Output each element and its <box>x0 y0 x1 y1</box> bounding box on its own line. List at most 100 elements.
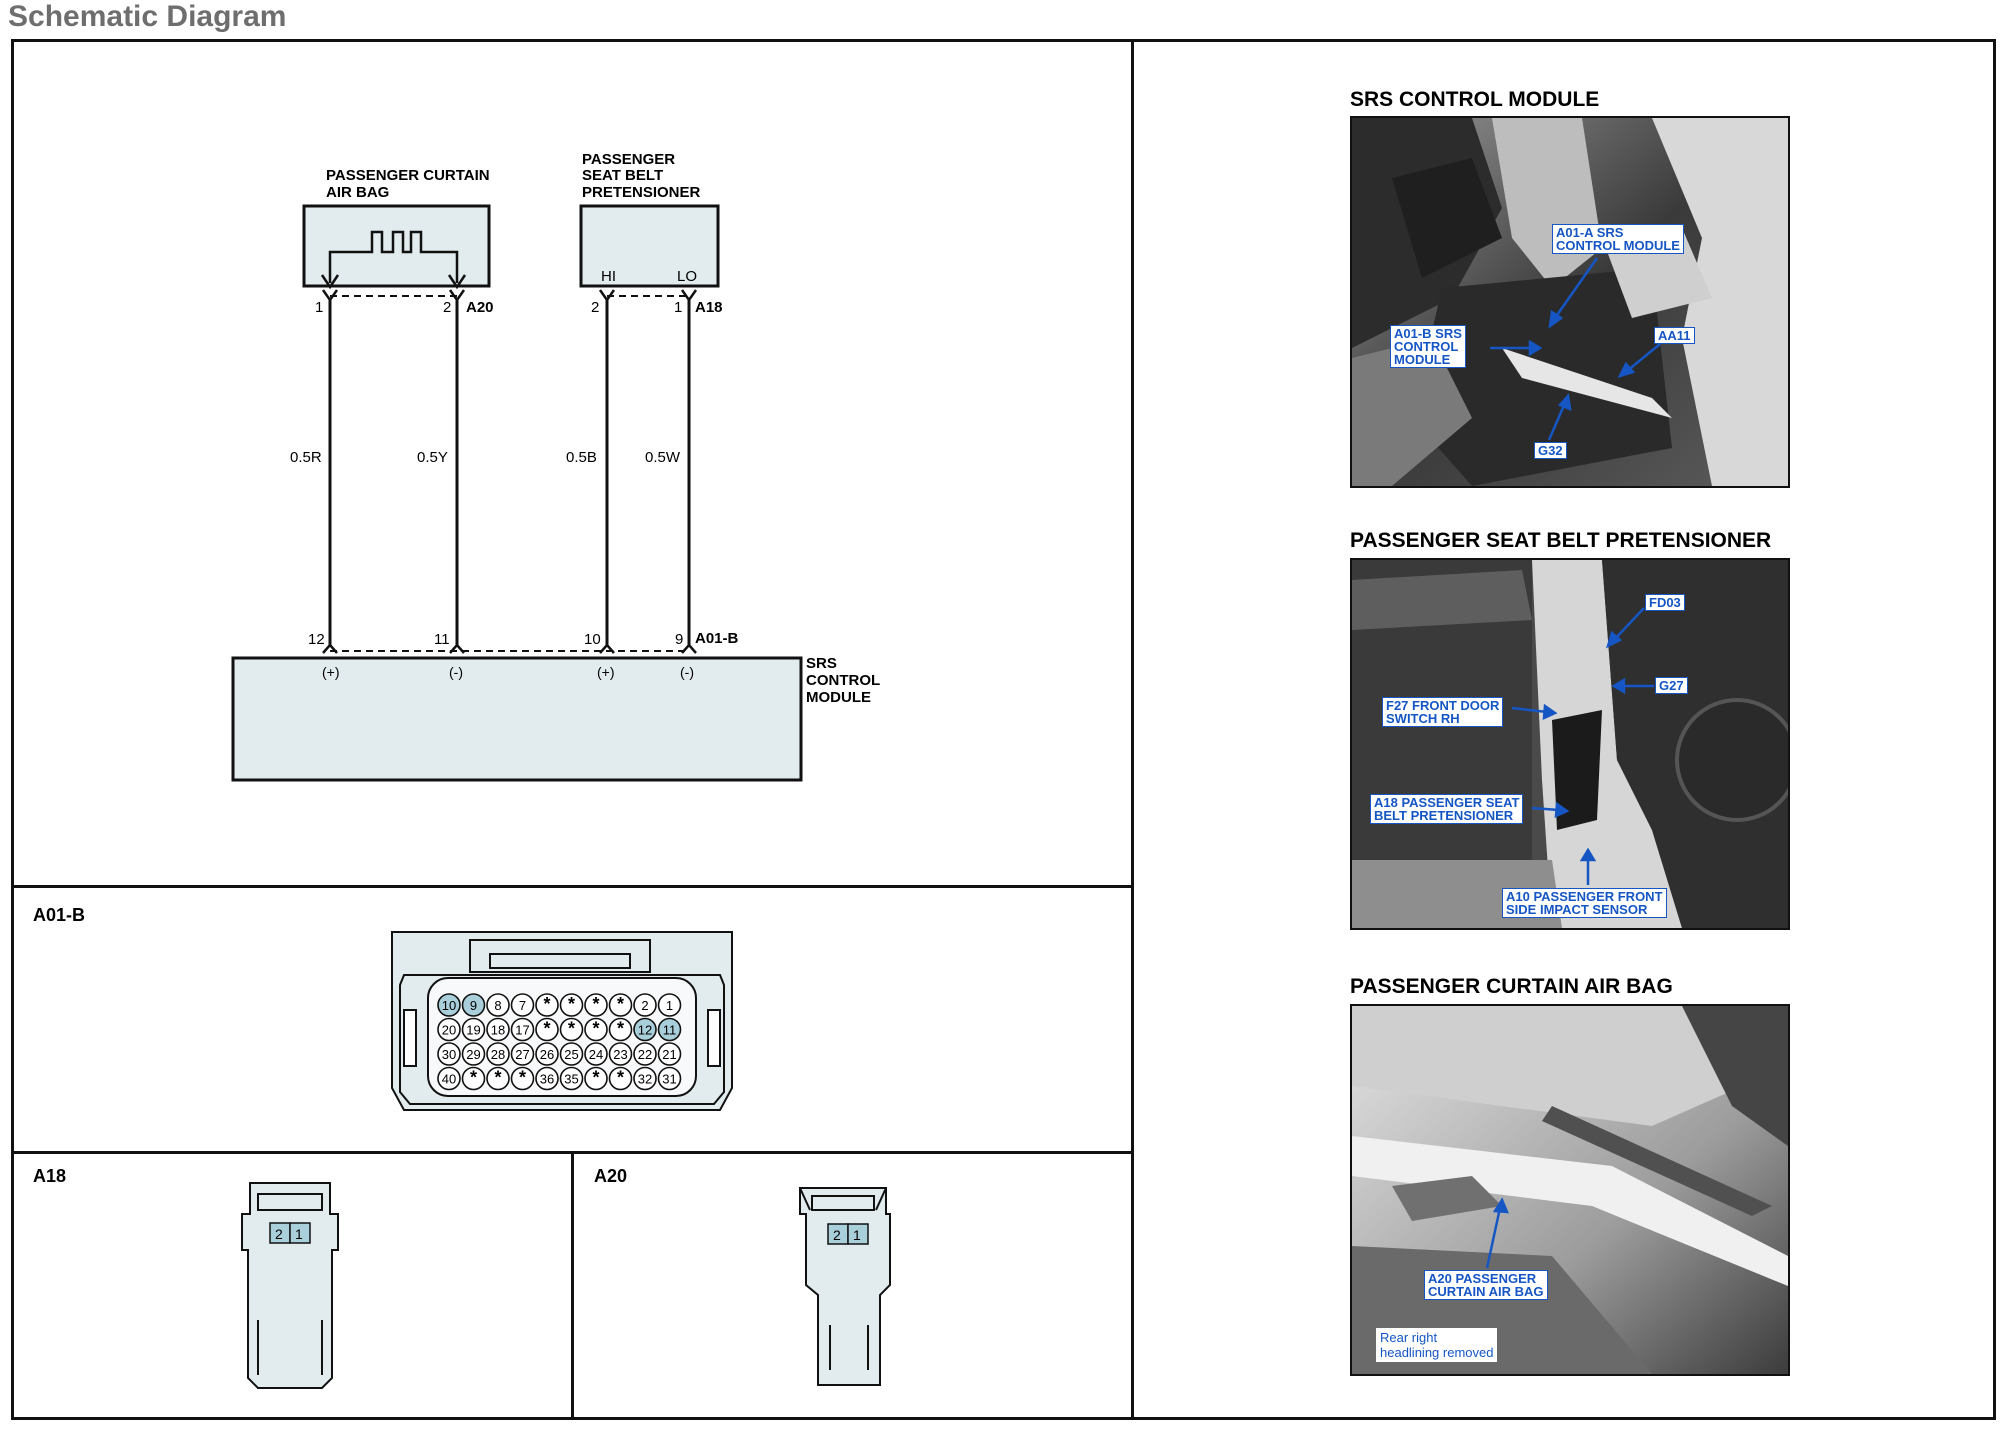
pretensioner-box <box>579 204 720 288</box>
wires <box>328 300 691 647</box>
a01b-pin-10: 10 <box>584 631 601 648</box>
a20-face-pin-1: 1 <box>853 1227 861 1243</box>
a01b-pin-number: * <box>568 1019 575 1039</box>
callout-a20: A20 PASSENGER CURTAIN AIR BAG <box>1424 1270 1548 1300</box>
a18-pin-right: 1 <box>674 299 682 316</box>
a01b-pin-number: 17 <box>515 1023 529 1038</box>
srs-module-label-1: SRS <box>806 655 837 672</box>
a20-pin-right: 2 <box>443 299 451 316</box>
callout-g32: G32 <box>1534 442 1567 459</box>
a01b-pin-number: * <box>494 1068 501 1088</box>
a01b-pin-number: 12 <box>638 1023 652 1038</box>
a01b-pin-number: 2 <box>641 998 648 1013</box>
wire-label-r: 0.5R <box>290 449 322 466</box>
callout-a01b-line3: MODULE <box>1394 352 1451 367</box>
a01b-pin-cavity <box>633 1042 657 1066</box>
a01b-pin-cavity <box>608 1066 633 1091</box>
callout-a18-line2: BELT PRETENSIONER <box>1374 808 1514 823</box>
a18-a20-connector-views: 2 1 2 1 <box>241 1182 891 1389</box>
a01b-pin-cavity <box>461 1066 486 1091</box>
a01b-pin-cavity <box>461 1042 486 1066</box>
a01b-pin-number: * <box>592 1068 599 1088</box>
photo-title-srs: SRS CONTROL MODULE <box>1350 88 1600 111</box>
a20-face-pin-2: 2 <box>833 1227 841 1243</box>
a01b-pin-cavity <box>584 993 608 1017</box>
a01b-pin-cavity <box>608 1042 633 1066</box>
a01b-pin-cavity <box>437 1017 461 1042</box>
a01b-pin-number: * <box>592 994 599 1014</box>
a01b-pin-number: * <box>543 994 550 1014</box>
a01b-pin-number: 35 <box>564 1072 578 1087</box>
a18-pin-cells: 2 1 <box>269 1222 311 1244</box>
pretensioner-label-2: SEAT BELT <box>582 167 663 184</box>
a01b-pin-cavity <box>584 1017 608 1042</box>
a01b-pin-cavity <box>633 993 657 1017</box>
a01b-pin-cavity <box>486 1017 510 1042</box>
a01b-pin-cavity <box>486 993 510 1017</box>
photo-note-line2: headlining removed <box>1380 1345 1494 1360</box>
a01b-pin-cavity <box>461 1017 486 1042</box>
polarity-10: (+) <box>597 664 615 680</box>
srs-module-label-2: CONTROL <box>806 672 880 689</box>
a01b-pin-cavity <box>584 1066 608 1091</box>
a01b-pin-cavity <box>559 1017 584 1042</box>
wire-label-w: 0.5W <box>645 449 681 466</box>
photo-title-pretensioner: PASSENGER SEAT BELT PRETENSIONER <box>1350 529 1772 552</box>
a01b-pin-number: 28 <box>491 1047 505 1062</box>
a20-connector-label: A20 <box>466 299 494 316</box>
arrow-left-icon <box>320 274 340 290</box>
a18-face-pin-1: 1 <box>295 1226 303 1242</box>
a20-section-label: A20 <box>594 1166 628 1186</box>
a01b-pin-9: 9 <box>675 631 683 648</box>
a01b-pin-11: 11 <box>434 631 450 648</box>
photo-title-curtain: PASSENGER CURTAIN AIR BAG <box>1350 975 1673 998</box>
a18-housing <box>241 1182 339 1389</box>
a01b-pin-number: * <box>519 1068 526 1088</box>
a01b-pin-number: 9 <box>470 998 477 1013</box>
a01b-connector-label: A01-B <box>695 630 739 647</box>
a01b-pin-cavity <box>657 1042 682 1066</box>
callout-a10-line2: SIDE IMPACT SENSOR <box>1506 902 1648 917</box>
squib-icon <box>328 230 459 283</box>
a01b-pin-cavity <box>608 993 633 1017</box>
a18-connector-label: A18 <box>695 299 723 316</box>
a18-face-pin-2: 2 <box>275 1226 283 1242</box>
a01b-pin-cavity <box>559 1042 584 1066</box>
callout-a01b-line2: CONTROL <box>1394 339 1459 354</box>
photo-note-line1: Rear right <box>1380 1330 1438 1345</box>
callout-a01b: A01-B SRS CONTROL MODULE <box>1390 325 1466 368</box>
a20-pin-left: 1 <box>315 299 323 316</box>
a01b-pin-cavity <box>559 993 584 1017</box>
a01b-pin-cavity <box>535 1066 559 1091</box>
a01b-pin-cavity <box>633 1066 657 1091</box>
callout-a01b-line1: A01-B SRS <box>1394 326 1462 341</box>
a01b-pin-number: 25 <box>564 1047 578 1062</box>
photo-pretensioner: FD03 G27 F27 FRONT DOOR SWITCH RH A18 PA… <box>1350 558 1790 930</box>
photo-pretensioner-illustration <box>1352 560 1788 928</box>
polarity-9: (-) <box>680 664 694 680</box>
wire-label-y: 0.5Y <box>417 449 448 466</box>
a01b-pin-number: 21 <box>662 1047 676 1062</box>
a01b-pin-cavity <box>510 1042 535 1066</box>
a01b-pin-cavity <box>437 1066 461 1091</box>
pretensioner-label-1: PASSENGER <box>582 151 675 168</box>
a01b-pin-number: * <box>470 1068 477 1088</box>
a01b-pin-number: 40 <box>442 1072 456 1087</box>
a01b-pin-cavity <box>486 1066 510 1091</box>
a01b-pin-number: 1 <box>666 998 673 1013</box>
a01b-pin-cavity <box>633 1017 657 1042</box>
callout-f27-line1: F27 FRONT DOOR <box>1386 698 1500 713</box>
arrow-right-icon <box>447 274 467 290</box>
photo-curtain-airbag: A20 PASSENGER CURTAIN AIR BAG Rear right… <box>1350 1004 1790 1376</box>
a01b-pin-cavity <box>510 993 535 1017</box>
a01b-pin-number: 24 <box>589 1047 603 1062</box>
a01b-pin-cavity <box>535 993 559 1017</box>
a01b-pin-number: 30 <box>442 1047 456 1062</box>
callout-a01a: A01-A SRS CONTROL MODULE <box>1552 224 1684 254</box>
a20-housing <box>799 1187 891 1386</box>
callout-a10: A10 PASSENGER FRONT SIDE IMPACT SENSOR <box>1502 888 1667 918</box>
divider-horizontal-1 <box>11 885 1133 888</box>
a01b-pin-number: 29 <box>466 1047 480 1062</box>
a01b-pin-cavity <box>657 1066 682 1091</box>
